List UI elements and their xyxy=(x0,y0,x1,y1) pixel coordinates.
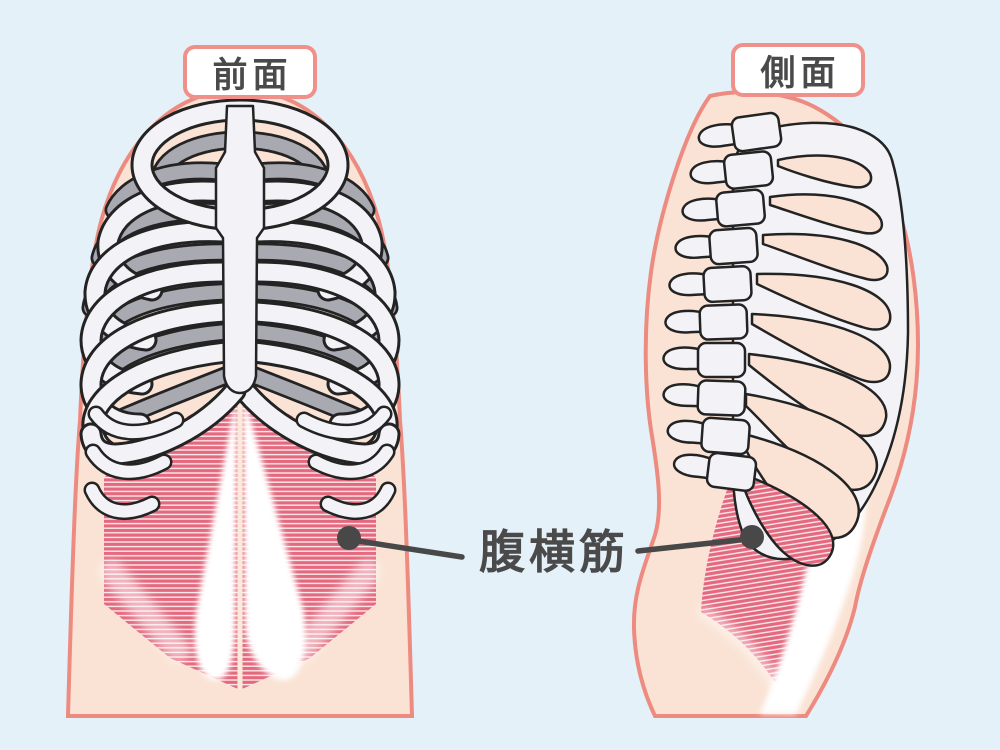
lowest-rib-gap xyxy=(741,472,835,567)
front-aponeurosis xyxy=(194,392,306,691)
aponeurosis-right-wedge xyxy=(243,392,306,681)
front-view-figure xyxy=(65,87,415,718)
front-annotation-dot xyxy=(337,526,361,550)
muscle-name-label: 腹横筋 xyxy=(455,518,649,580)
front-view-label-text: 前面 xyxy=(212,55,293,96)
side-view-label-text: 側面 xyxy=(760,53,841,94)
muscle-sheen-left xyxy=(100,560,190,662)
leader-line-right xyxy=(635,536,751,554)
side-ribcage xyxy=(731,121,910,567)
side-view-figure xyxy=(631,90,921,718)
front-ribcage xyxy=(91,98,389,512)
aponeurosis-left-wedge xyxy=(194,392,237,681)
sternum xyxy=(214,104,266,395)
leader-line-left xyxy=(349,537,465,560)
annotation-leader-lines xyxy=(349,536,751,560)
muscle-name-text: 腹横筋 xyxy=(479,525,629,579)
side-annotation-dot xyxy=(740,525,764,549)
side-view-label: 側面 xyxy=(731,43,865,97)
front-view-label: 前面 xyxy=(183,45,317,99)
muscle-sheen-right xyxy=(290,560,380,662)
